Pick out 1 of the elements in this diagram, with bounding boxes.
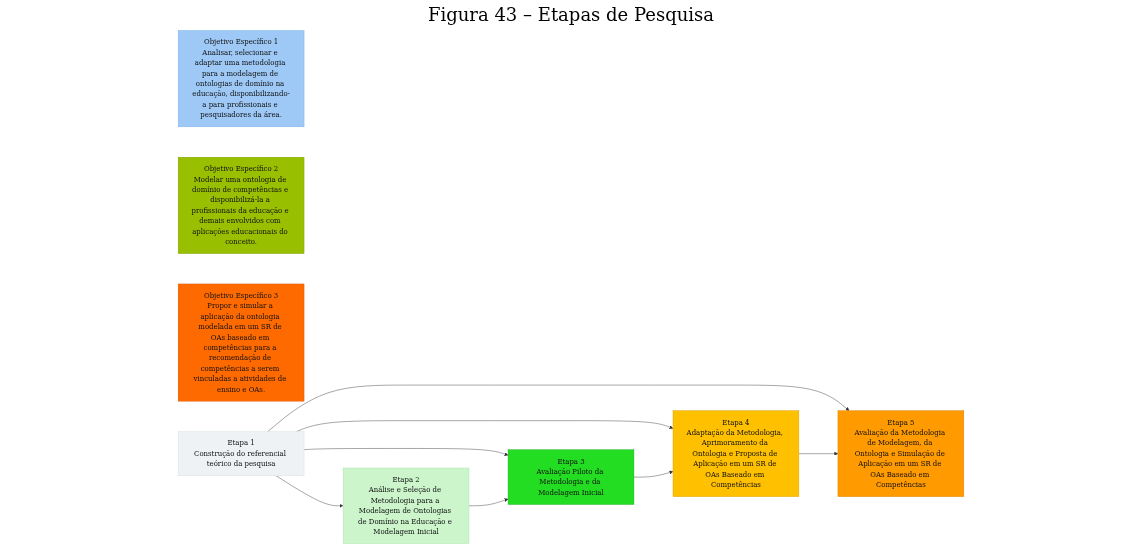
figure-title: Figura 43 – Etapas de Pesquisa [427, 4, 715, 25]
